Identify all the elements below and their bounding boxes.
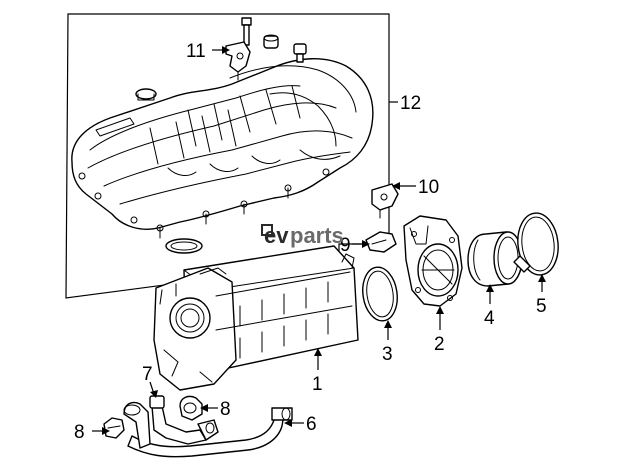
gasket-icon <box>362 266 398 322</box>
manifold-cap-icon <box>263 34 279 49</box>
leader-lines <box>92 46 546 435</box>
manifold-plug-icon <box>135 88 157 101</box>
callout-8-right: 8 <box>220 399 231 420</box>
callout-5: 5 <box>536 296 547 317</box>
callout-3: 3 <box>382 344 393 365</box>
callout-12: 12 <box>400 93 421 114</box>
manifold-bolt-icon <box>241 17 252 46</box>
callout-1: 1 <box>312 374 323 395</box>
hose-clamp-icon <box>513 212 559 276</box>
callout-2: 2 <box>434 334 445 355</box>
throttle-body-icon <box>403 215 463 307</box>
callout-6: 6 <box>306 414 317 435</box>
bracket-icon <box>371 183 399 219</box>
coolant-hose-icon <box>123 401 151 449</box>
clip-icon <box>179 395 203 421</box>
callout-10: 10 <box>418 177 439 198</box>
intake-manifold-icon <box>71 58 374 239</box>
callout-11: 11 <box>186 41 206 62</box>
manifold-gasket-icon <box>165 238 203 254</box>
manifold-fitting-icon <box>293 43 307 63</box>
coupling-sleeve-icon <box>467 231 523 287</box>
pipe-connector-icon <box>149 395 219 445</box>
callout-9: 9 <box>340 235 351 256</box>
watermark-prefix: ev <box>264 223 289 248</box>
assembly-outline-frame <box>65 13 390 299</box>
manifold-bolts <box>78 168 330 239</box>
bracket-icon <box>225 41 251 81</box>
bracket-icon <box>365 231 397 253</box>
callout-4: 4 <box>484 308 495 329</box>
watermark-suffix: parts <box>290 223 344 248</box>
watermark-logo: ev parts <box>261 223 344 248</box>
clip-icon <box>103 417 125 439</box>
intercooler-icon <box>153 245 359 391</box>
callout-8-left: 8 <box>74 422 85 443</box>
callout-7: 7 <box>142 364 153 385</box>
